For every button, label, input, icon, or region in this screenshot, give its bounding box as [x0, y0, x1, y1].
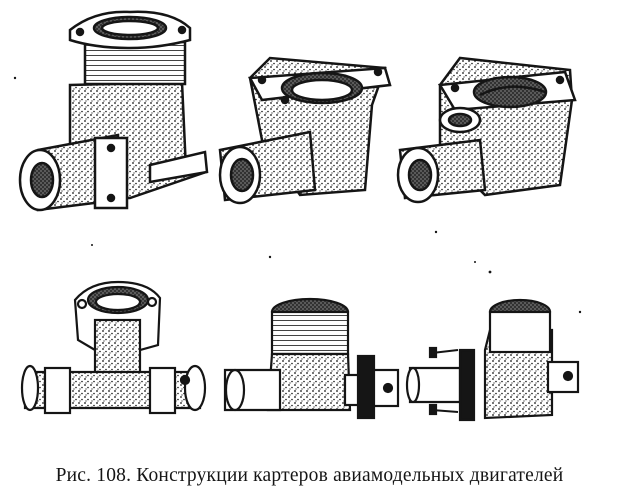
crankcase-4 [20, 280, 207, 415]
crankcase-figure [13, 10, 582, 422]
crankcase-3 [396, 56, 577, 204]
crankcase-2 [218, 56, 392, 205]
figure-caption: Рис. 108. Конструкции картеров авиамодел… [55, 465, 564, 486]
print-specks [13, 76, 582, 314]
crankcase-5 [223, 297, 400, 420]
crankcase-6 [405, 298, 580, 422]
crankcase-1 [18, 10, 209, 212]
